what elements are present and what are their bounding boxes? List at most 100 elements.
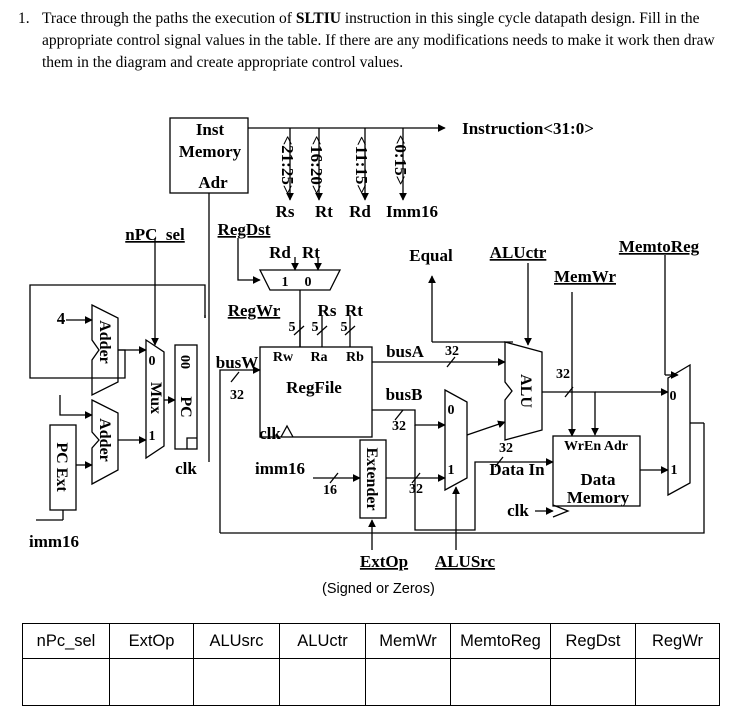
field-rt-bits: <16:20> [307,135,326,194]
busb-label: busB [386,385,423,404]
adder-top-label: Adder [96,320,113,364]
regdst-mux-rd: Rd [269,243,291,262]
question-text-after: instruction in this single cycle datapat… [42,10,715,71]
inst-memory-label-2: Memory [179,142,242,161]
width-busb: 32 [392,419,406,434]
width-busw: 32 [230,388,244,403]
width-alu-out: 32 [556,367,570,382]
extender-box [359,439,387,519]
width-ext-out: 32 [409,482,423,497]
imm16-label: imm16 [255,459,305,478]
cell-npc-sel[interactable] [22,658,110,706]
memtoreg-label: MemtoReg [619,237,700,256]
regfile-port-rb: Rb [346,350,364,365]
question-text: Trace through the paths the execution of… [42,8,718,74]
regdst-label: RegDst [218,220,271,239]
regdst-mux-input-0: 0 [305,275,312,290]
width-data-in: 32 [499,441,513,456]
header-regwr: RegWr [635,623,720,659]
field-name-rs: Rs [276,202,295,221]
regdst-mux-input-1: 1 [282,275,289,290]
memwr-label: MemWr [554,267,616,286]
clk-mem-label: clk [507,501,529,520]
regdst-mux-rt: Rt [302,243,320,262]
pc-ext-label: PC Ext [53,442,70,492]
mem-ports-label: WrEn Adr [564,439,628,454]
inst-memory-label-1: Inst [196,120,225,139]
adder-bottom-label: Adder [96,418,113,462]
pc-mux-label: Mux [147,382,164,414]
busw-label: busW [216,353,259,372]
alu-shape [504,341,543,441]
alusrc-mux-input-0: 0 [448,403,455,418]
table-answer-row [22,658,720,706]
four-label: 4 [57,309,66,328]
aluctr-label: ALUctr [490,243,547,262]
cell-memwr[interactable] [365,658,451,706]
extop-label: ExtOp [360,552,408,571]
header-alusrc: ALUsrc [193,623,280,659]
memtoreg-mux-input-0: 0 [670,389,677,404]
alusrc-mux [444,388,468,492]
instruction-name: SLTIU [295,10,341,27]
header-regdst: RegDst [550,623,636,659]
five-label-1: 5 [289,320,296,335]
field-imm-bits: <0:15> [391,135,410,186]
header-memwr: MemWr [365,623,451,659]
extender-label: Extender [363,447,380,510]
clk-pc-label: clk [175,459,197,478]
five-label-3: 5 [341,320,348,335]
field-name-rd: Rd [349,202,371,221]
alu-label: ALU [517,374,534,408]
extop-caption: (Signed or Zeros) [322,581,435,597]
memtoreg-mux-input-1: 1 [671,463,678,478]
regwr-rs: Rs [318,301,337,320]
question-number: 1. [18,10,30,27]
pc-mux-input-0: 0 [149,354,156,369]
imm16-pc-label: imm16 [29,532,79,551]
alusrc-mux-input-1: 1 [448,463,455,478]
cell-regwr[interactable] [635,658,720,706]
memtoreg-mux [667,363,691,497]
data-memory-label-2: Memory [567,488,630,507]
regfile-port-rw: Rw [273,350,294,365]
field-name-imm16: Imm16 [386,202,438,221]
regdst-mux [258,269,342,291]
pc-label: PC [177,396,194,417]
regfile-label: RegFile [286,378,342,397]
table-header-row: nPc_sel ExtOp ALUsrc ALUctr MemWr MemtoR… [22,623,720,659]
question-text-before: Trace through the paths the execution of [42,10,296,27]
cell-regdst[interactable] [550,658,636,706]
inst-memory-label-3: Adr [198,173,228,192]
regwr-label: RegWr [228,301,281,320]
data-memory-label-1: Data [581,470,616,489]
cell-alusrc[interactable] [193,658,280,706]
datapath-diagram: Inst Memory Adr Instruction<31:0> <21:25… [29,117,705,571]
alusrc-label: ALUSrc [435,552,496,571]
clk-regfile-label: clk [259,424,281,443]
cell-memtoreg[interactable] [450,658,551,706]
npc-sel-label: nPC_sel [125,225,185,244]
equal-label: Equal [409,246,453,265]
field-name-rt: Rt [315,202,333,221]
data-memory-box [552,435,641,507]
instruction-label: Instruction<31:0> [462,119,594,138]
header-aluctr: ALUctr [279,623,366,659]
five-label-2: 5 [312,320,319,335]
regfile-port-ra: Ra [310,350,327,365]
pc-mux-input-1: 1 [149,429,156,444]
width-imm16: 16 [323,483,337,498]
field-rd-bits: <11:15> [352,136,371,194]
busa-label: busA [386,342,425,361]
header-npc-sel: nPc_sel [22,623,110,659]
data-in-label: Data In [489,460,545,479]
pc-bits-label: 00 [177,355,192,369]
pc-mux-shape [145,338,165,460]
cell-aluctr[interactable] [279,658,366,706]
regwr-rt: Rt [345,301,363,320]
header-extop: ExtOp [109,623,194,659]
field-rs-bits: <21:25> [278,135,297,194]
width-busa: 32 [445,344,459,359]
control-signal-table: nPc_sel ExtOp ALUsrc ALUctr MemWr MemtoR… [22,623,720,706]
cell-extop[interactable] [109,658,194,706]
